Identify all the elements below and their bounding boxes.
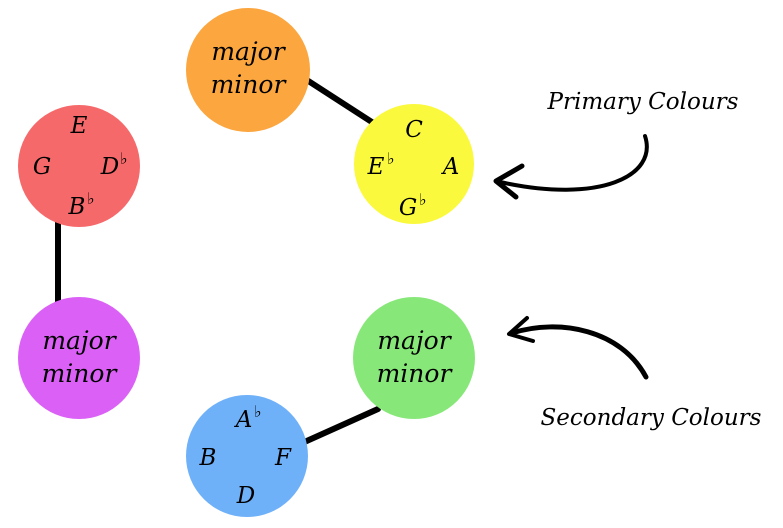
purple-major-label: major — [42, 326, 117, 355]
yellow-note-left-flat: ♭ — [387, 149, 395, 168]
yellow-note-bottom: G — [399, 195, 417, 221]
red-note-bottom-flat: ♭ — [87, 189, 95, 208]
blue-note-bottom: D — [236, 483, 255, 509]
orange-major-label: major — [211, 37, 286, 66]
green-circle — [353, 297, 475, 419]
red-note-left: G — [33, 154, 51, 180]
red-note-right: D — [100, 154, 119, 180]
secondary-arrow-head — [507, 316, 535, 343]
red-note-bottom: B — [68, 194, 86, 220]
connector-green-blue — [297, 406, 381, 447]
primary-colours-label: Primary Colours — [547, 89, 739, 115]
orange-circle — [186, 8, 310, 132]
green-major-label: major — [377, 326, 452, 355]
yellow-note-left: E — [367, 154, 385, 180]
primary-arrow-head — [493, 163, 525, 200]
yellow-note-top: C — [405, 117, 423, 143]
primary-arrow-curve — [498, 134, 649, 192]
secondary-arrow-curve — [509, 324, 649, 380]
orange-minor-label: minor — [211, 70, 288, 99]
red-circle — [18, 105, 140, 227]
blue-note-top-flat: ♭ — [254, 402, 262, 421]
yellow-note-bottom-flat: ♭ — [419, 190, 427, 209]
connector-orange-yellow — [293, 70, 381, 129]
red-note-top: E — [70, 113, 88, 139]
blue-note-right: F — [274, 445, 292, 471]
red-note-right-flat: ♭ — [120, 149, 128, 168]
blue-note-top: A — [234, 407, 253, 433]
yellow-circle — [354, 104, 474, 224]
blue-note-left: B — [199, 445, 217, 471]
green-minor-label: minor — [377, 359, 454, 388]
purple-minor-label: minor — [42, 359, 119, 388]
secondary-colours-label: Secondary Colours — [541, 405, 762, 431]
yellow-note-right: A — [441, 154, 460, 180]
blue-circle — [186, 395, 308, 517]
purple-circle — [18, 297, 140, 419]
